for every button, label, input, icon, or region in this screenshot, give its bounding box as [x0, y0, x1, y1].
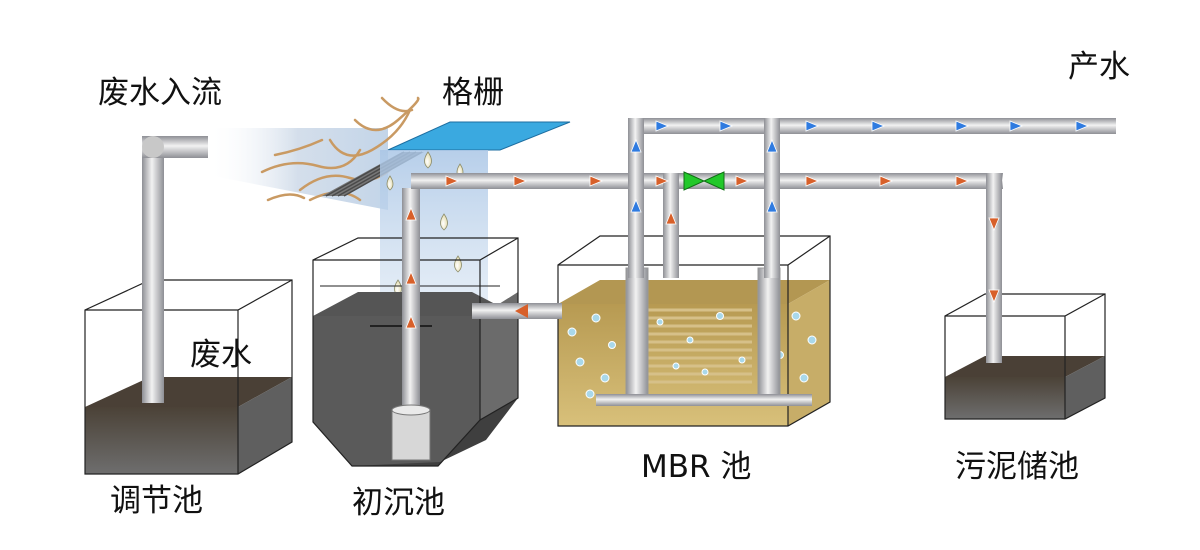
product-water-flow-arrows: [630, 120, 1090, 213]
label-wastewater-inflow: 废水入流: [98, 75, 222, 111]
product-water-pipe: [628, 118, 1116, 278]
label-wastewater: 废水: [190, 337, 252, 373]
mbr-return-pipe: [472, 303, 562, 319]
valve-icon: [683, 171, 725, 191]
inflow-stream: [208, 128, 388, 210]
label-mbr-tank: MBR 池: [641, 449, 752, 485]
sludge-flow-arrows: [405, 175, 1000, 329]
label-equalization-tank: 调节池: [110, 483, 203, 519]
membrane-module: [596, 267, 812, 406]
label-primary-settling-tank: 初沉池: [352, 485, 445, 521]
label-product-water: 产水: [1068, 49, 1130, 85]
equalization-tank: [84, 279, 293, 475]
label-screen: 格栅: [442, 75, 504, 111]
sludge-storage-tank: [944, 293, 1106, 420]
label-sludge-storage-tank: 污泥储池: [955, 449, 1079, 485]
inflow-pipe: [142, 136, 208, 403]
sludge-pump: [391, 188, 431, 461]
